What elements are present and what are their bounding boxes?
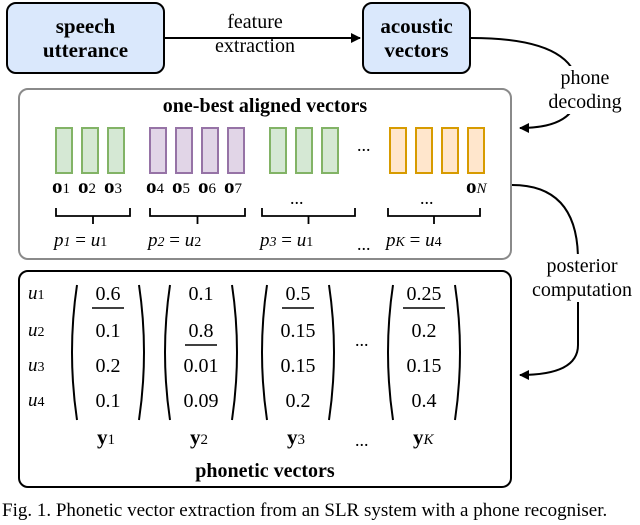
speech-utterance-box: speech utterance <box>6 2 165 74</box>
phone-posterior-value: 0.15 <box>280 355 316 377</box>
phone-posterior-value: 0.6 <box>95 283 121 305</box>
matrix-bracket-right <box>231 284 238 421</box>
phone-posterior-value: 0.2 <box>95 355 121 377</box>
phone-posterior-value: 0.1 <box>188 283 214 305</box>
aligned-vector-bar <box>415 127 433 174</box>
matrix-bracket-right <box>138 284 145 421</box>
aligned-vector-label: o4 <box>146 174 164 198</box>
phone-posterior-value: 0.1 <box>95 320 121 342</box>
aligned-vector-label: oN <box>466 174 487 198</box>
phone-posterior-value: 0.2 <box>411 320 437 342</box>
phone-posterior-value: 0.2 <box>285 390 311 412</box>
acoustic-vectors-label: acoustic vectors <box>380 14 453 62</box>
phonetic-vector-label: y2 <box>190 425 208 449</box>
ellipsis: ... <box>357 234 371 254</box>
matrix-bracket-left <box>164 284 171 421</box>
ellipsis: ... <box>420 188 434 208</box>
phonetic-vector-label: y1 <box>97 425 115 449</box>
phone-posterior-value: 0.25 <box>406 283 442 305</box>
ellipsis: ... <box>357 135 371 155</box>
aligned-vector-label: o2 <box>78 174 96 198</box>
aligned-vector-label: o3 <box>104 174 122 198</box>
phonetic-vectors-panel <box>18 270 512 488</box>
phone-row-label: u1 <box>28 283 45 304</box>
aligned-vector-bar <box>467 127 485 174</box>
phone-row-label: u2 <box>28 320 45 341</box>
aligned-vectors-panel <box>18 88 512 260</box>
aligned-vector-bar <box>81 127 99 174</box>
phone-posterior-value: 0.15 <box>406 355 442 377</box>
aligned-vector-bar <box>321 127 339 174</box>
phone-row-label: u3 <box>28 355 45 376</box>
phone-posterior-value: 0.15 <box>280 320 316 342</box>
aligned-vector-bar <box>149 127 167 174</box>
phone-posterior-value: 0.5 <box>285 283 311 305</box>
matrix-bracket-right <box>454 284 461 421</box>
speech-utterance-label: speech utterance <box>42 14 129 62</box>
aligned-vector-label: o7 <box>224 174 242 198</box>
aligned-vector-bar <box>295 127 313 174</box>
feature-extraction-label: feature extraction <box>215 11 295 57</box>
alignment-bracket <box>261 208 356 224</box>
aligned-vector-bar <box>55 127 73 174</box>
aligned-vector-bar <box>107 127 125 174</box>
phone-posterior-value: 0.09 <box>183 390 219 412</box>
phonetic-vector-label: y3 <box>287 425 305 449</box>
matrix-bracket-right <box>328 284 335 421</box>
aligned-vectors-title: one-best aligned vectors <box>162 95 368 117</box>
phone-row-label: u4 <box>28 390 45 411</box>
phone-decoding-label: phone decoding <box>535 66 635 114</box>
acoustic-vectors-box: acoustic vectors <box>362 2 471 74</box>
segment-phone-label: p1 = u1 <box>54 230 108 251</box>
phonetic-vector-label: yK <box>413 425 434 449</box>
figure-caption: Fig. 1. Phonetic vector extraction from … <box>2 500 608 521</box>
phone-posterior-value: 0.01 <box>183 355 219 377</box>
alignment-bracket <box>55 208 131 224</box>
segment-phone-label: p3 = u1 <box>260 230 314 251</box>
segment-phone-label: pK = u4 <box>386 230 442 251</box>
ellipsis: ... <box>355 430 369 450</box>
posterior-computation-label: posterior computation <box>522 254 640 302</box>
aligned-vector-label: o1 <box>52 174 70 198</box>
aligned-vector-bar <box>175 127 193 174</box>
phone-posterior-value: 0.1 <box>95 390 121 412</box>
aligned-vector-bar <box>227 127 245 174</box>
alignment-bracket <box>387 208 481 224</box>
phone-posterior-value: 0.4 <box>411 390 437 412</box>
matrix-bracket-left <box>261 284 268 421</box>
segment-phone-label: p2 = u2 <box>148 230 202 251</box>
aligned-vector-label: o5 <box>172 174 190 198</box>
ellipsis: ... <box>355 330 369 350</box>
matrix-bracket-left <box>71 284 78 421</box>
aligned-vector-bar <box>389 127 407 174</box>
alignment-bracket <box>149 208 246 224</box>
aligned-vector-bar <box>269 127 287 174</box>
phonetic-vectors-title: phonetic vectors <box>195 460 335 482</box>
aligned-vector-label: o6 <box>198 174 216 198</box>
matrix-bracket-left <box>387 284 394 421</box>
ellipsis: ... <box>290 188 304 208</box>
aligned-vector-bar <box>441 127 459 174</box>
aligned-vector-bar <box>201 127 219 174</box>
phone-posterior-value: 0.8 <box>188 320 214 342</box>
